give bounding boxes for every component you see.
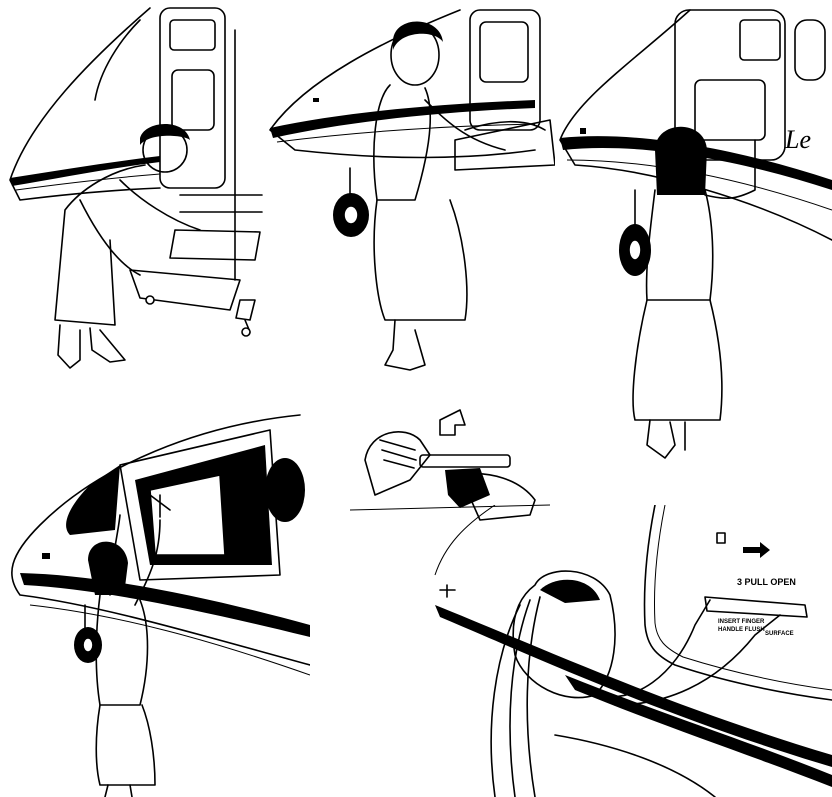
- rotate-arrow-icon: [440, 410, 465, 435]
- upper-latch-drawing: Le: [555, 0, 832, 470]
- panel-handrail: [265, 0, 555, 380]
- pull-arrow-icon: [743, 542, 770, 558]
- external-handle-drawing: 3 PULL OPEN INSERT FINGER HANDLE FLUSH S…: [415, 505, 832, 797]
- panel-upper-latch: Le: [555, 0, 832, 470]
- placard-line-a: INSERT FINGER: [718, 619, 765, 625]
- airstair-drawing: [0, 0, 265, 380]
- fuselage-script: Le: [784, 125, 811, 154]
- placard-step-label: 3 PULL OPEN: [737, 577, 796, 587]
- panel-door-open: [0, 405, 310, 797]
- placard-line-c: SURFACE: [765, 631, 794, 637]
- panel-lower-airstair: [0, 0, 265, 380]
- handrail-drawing: [265, 0, 555, 380]
- door-open-drawing: [0, 405, 310, 797]
- panel-external-handle: 3 PULL OPEN INSERT FINGER HANDLE FLUSH S…: [415, 505, 832, 797]
